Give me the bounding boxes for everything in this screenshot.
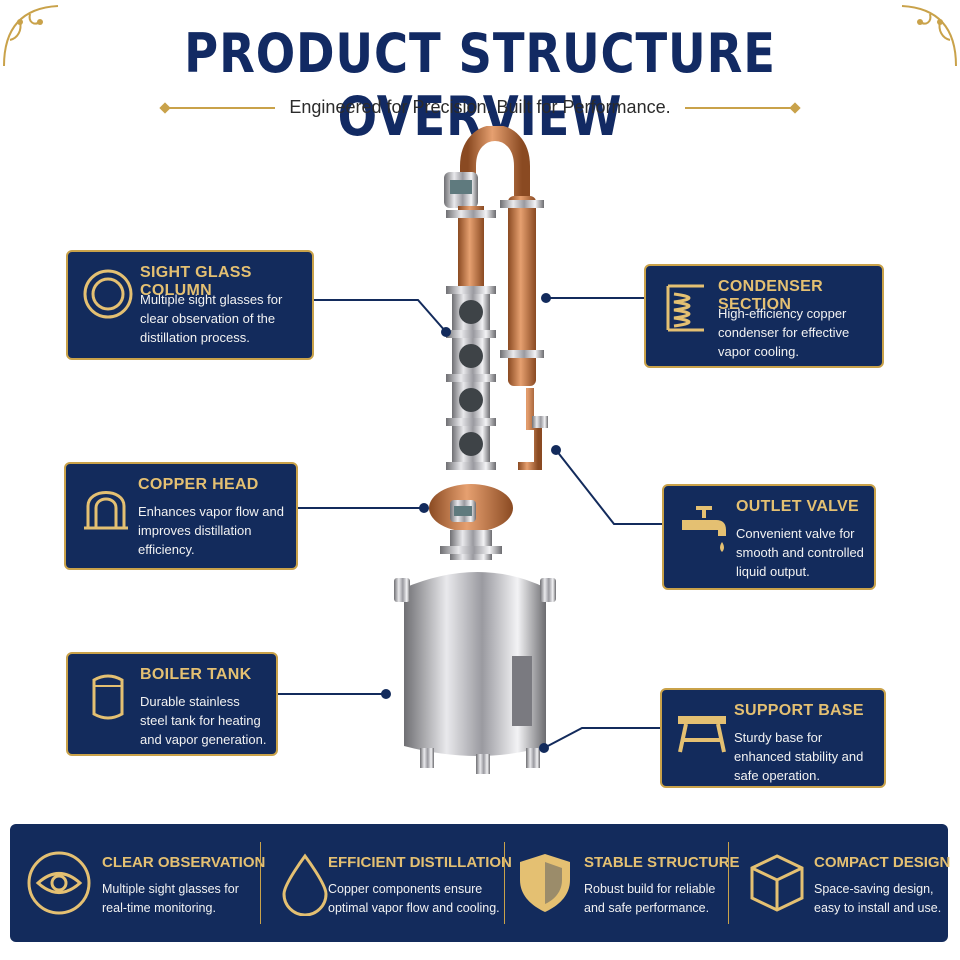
card-copper-head: COPPER HEAD Enhances vapor flow and impr… xyxy=(64,462,298,570)
card-boiler-tank: BOILER TANK Durable stainless steel tank… xyxy=(66,652,278,756)
feature-efficient-distillation: EFFICIENT DISTILLATION Copper components… xyxy=(264,824,514,942)
feature-title: COMPACT DESIGN xyxy=(814,854,951,871)
feature-stable-structure: STABLE STRUCTURE Robust build for reliab… xyxy=(508,824,740,942)
feature-description: Multiple sight glasses for real-time mon… xyxy=(102,882,239,915)
feature-clear-observation: CLEAR OBSERVATION Multiple sight glasses… xyxy=(10,824,265,942)
eye-icon xyxy=(27,851,91,915)
card-title: SUPPORT BASE xyxy=(734,702,864,719)
distiller-illustration xyxy=(394,126,556,774)
feature-divider xyxy=(728,842,729,924)
feature-divider xyxy=(504,842,505,924)
page-subtitle: Engineered for Precision. Built for Perf… xyxy=(289,97,671,117)
dome-icon xyxy=(84,491,128,530)
feature-description: Robust build for reliable and safe perfo… xyxy=(584,882,716,915)
faucet-icon xyxy=(682,506,726,552)
card-description: Convenient valve for smooth and controll… xyxy=(736,526,864,579)
corner-ornament-right-icon xyxy=(901,5,957,67)
stool-icon xyxy=(678,716,726,753)
feature-title: STABLE STRUCTURE xyxy=(584,854,740,871)
feature-divider xyxy=(260,842,261,924)
feature-description: Space-saving design, easy to install and… xyxy=(814,882,942,915)
boiler-body xyxy=(404,572,546,756)
card-description: High-efficiency copper condenser for eff… xyxy=(718,306,850,359)
corner-ornament-left-icon xyxy=(3,5,59,67)
card-description: Durable stainless steel tank for heating… xyxy=(140,694,267,747)
coil-icon xyxy=(666,284,704,332)
card-title: BOILER TANK xyxy=(140,666,252,683)
card-sight-glass-column: SIGHT GLASS COLUMN Multiple sight glasse… xyxy=(66,250,314,360)
card-outlet-valve: OUTLET VALVE Convenient valve for smooth… xyxy=(662,484,876,590)
shield-icon xyxy=(520,854,570,912)
ring-icon xyxy=(83,269,133,319)
features-band: CLEAR OBSERVATION Multiple sight glasses… xyxy=(10,824,950,942)
card-description: Sturdy base for enhanced stability and s… xyxy=(734,730,864,783)
card-title: SIGHT GLASS COLUMN xyxy=(140,264,252,299)
drop-icon xyxy=(282,853,328,916)
cube-icon xyxy=(750,854,804,912)
feature-description: Copper components ensure optimal vapor f… xyxy=(328,882,500,915)
subtitle-rule-right xyxy=(684,106,795,109)
subtitle-row: Engineered for Precision. Built for Perf… xyxy=(0,97,960,118)
card-title: COPPER HEAD xyxy=(138,476,259,493)
card-title: CONDENSER SECTION xyxy=(718,278,823,313)
card-title: OUTLET VALVE xyxy=(736,498,860,515)
condenser-tube xyxy=(508,196,536,386)
tank-icon xyxy=(92,674,124,720)
card-condenser-section: CONDENSER SECTION High-efficiency copper… xyxy=(644,264,884,368)
card-description: Multiple sight glasses for clear observa… xyxy=(140,292,283,345)
feature-compact-design: COMPACT DESIGN Space-saving design, easy… xyxy=(732,824,950,942)
feature-title: CLEAR OBSERVATION xyxy=(102,854,266,871)
feature-title: EFFICIENT DISTILLATION xyxy=(328,854,512,871)
card-description: Enhances vapor flow and improves distill… xyxy=(138,504,284,557)
card-support-base: SUPPORT BASE Sturdy base for enhanced st… xyxy=(660,688,886,788)
subtitle-rule-left xyxy=(165,106,276,109)
